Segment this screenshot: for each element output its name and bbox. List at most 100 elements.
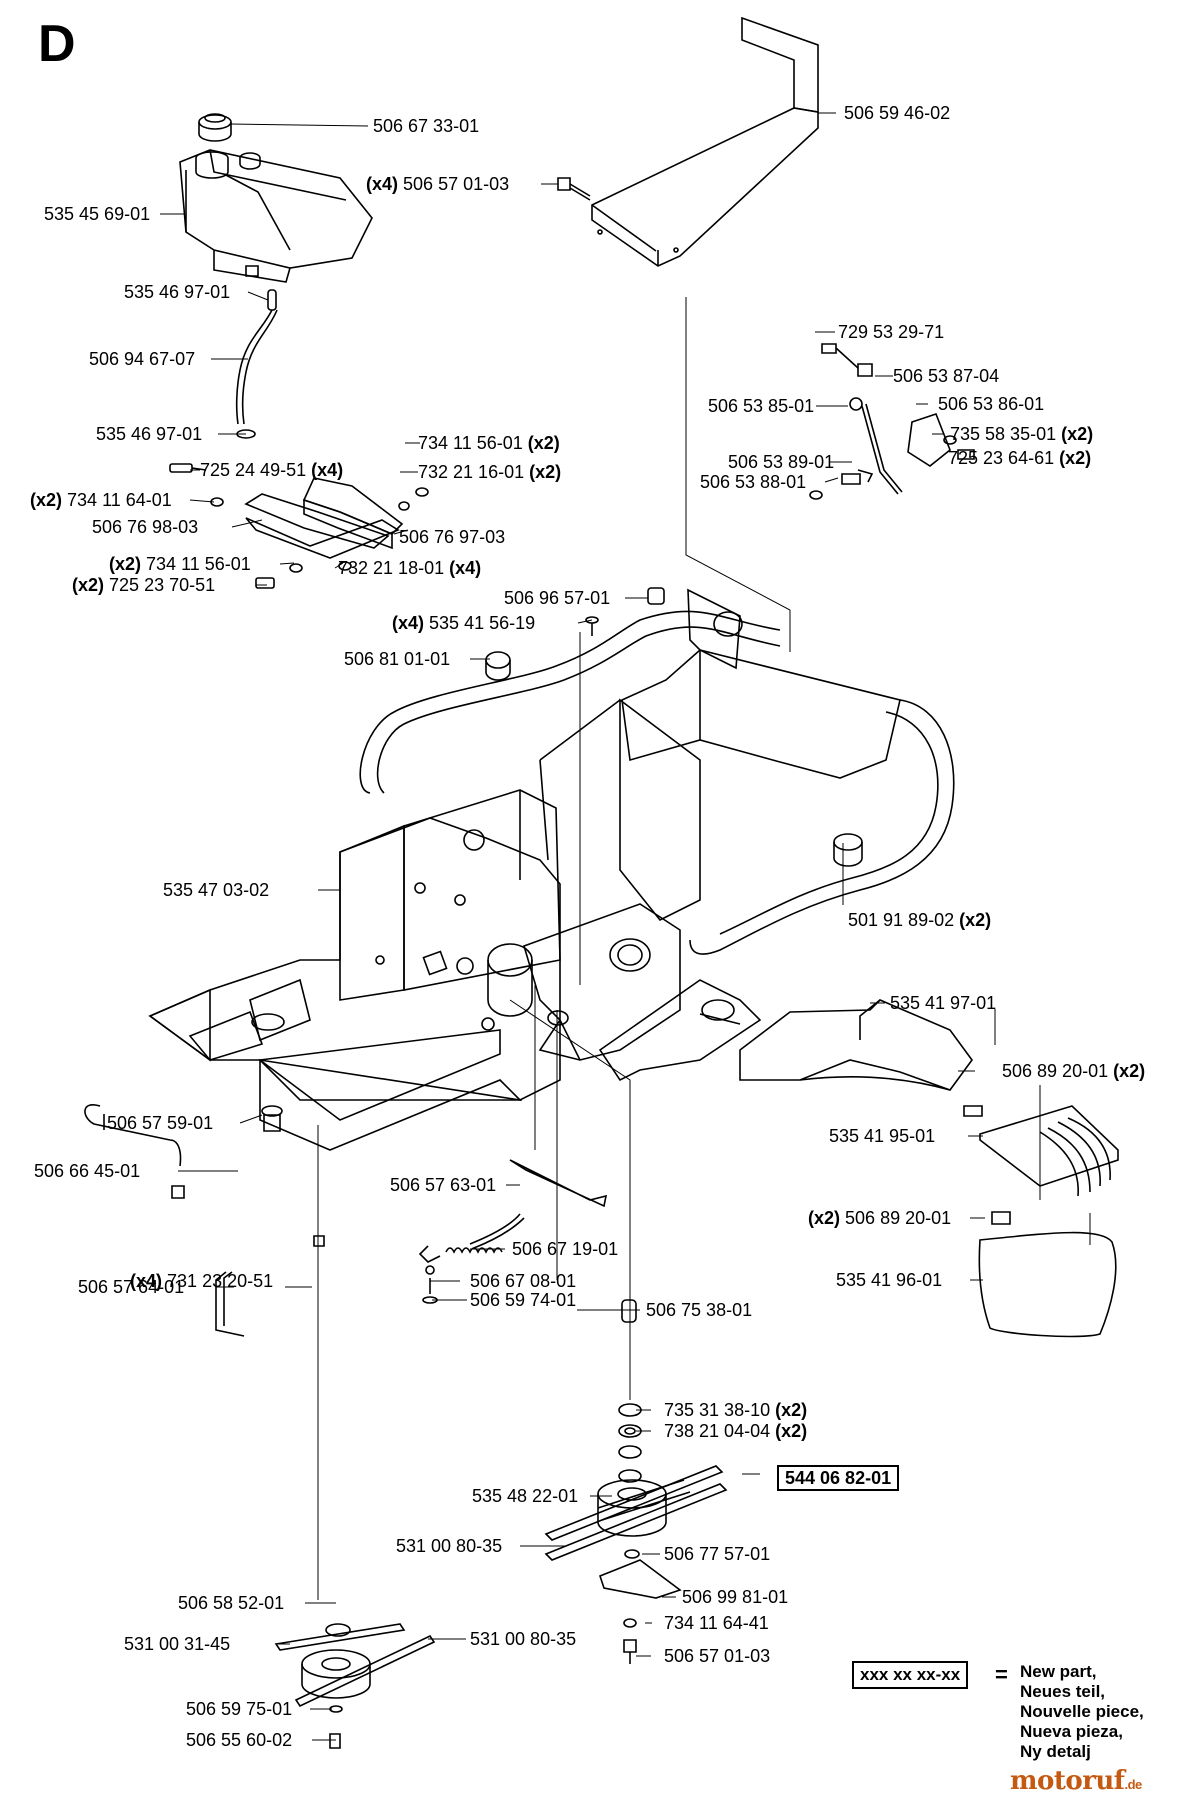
part-number: 535 41 96-01 <box>836 1270 943 1290</box>
part-number: 506 59 75-01 <box>186 1699 293 1719</box>
part-number: 531 00 80-35 <box>396 1536 503 1556</box>
quantity-prefix: (x2) <box>808 1208 841 1228</box>
part-label: 531 00 80-35 <box>470 1629 576 1649</box>
part-label: (x4) 731 23 20-51 <box>130 1271 273 1291</box>
highlighted-part-number: 544 06 82-01 <box>777 1465 900 1491</box>
part-number: 535 48 22-01 <box>472 1486 579 1506</box>
pulley-stack-right <box>546 1404 726 1664</box>
part-number: 506 81 01-01 <box>344 649 451 669</box>
legend-line: Ny detalj <box>1020 1742 1091 1761</box>
part-label: 535 46 97-01 <box>124 282 230 302</box>
part-number: 501 91 89-02 <box>848 910 955 930</box>
part-label: 506 55 60-02 <box>186 1730 292 1750</box>
part-label: 506 81 01-01 <box>344 649 450 669</box>
part-number: 506 77 57-01 <box>664 1544 771 1564</box>
part-label: 506 89 20-01 (x2) <box>1002 1061 1145 1081</box>
part-label: (x2) 734 11 56-01 <box>109 554 251 574</box>
part-label: 506 59 75-01 <box>186 1699 292 1719</box>
part-label: (x2) 506 89 20-01 <box>808 1208 951 1228</box>
part-number: 535 46 97-01 <box>96 424 203 444</box>
part-number: 531 00 80-35 <box>470 1629 577 1649</box>
part-number: 735 31 38-10 <box>664 1400 771 1420</box>
part-number: 506 67 08-01 <box>470 1271 577 1291</box>
part-label: 725 23 64-61 (x2) <box>948 448 1091 468</box>
part-label: 506 53 89-01 <box>728 452 834 472</box>
part-number: 506 57 59-01 <box>107 1113 214 1133</box>
part-number: 506 66 45-01 <box>34 1161 141 1181</box>
part-label: 506 96 57-01 <box>504 588 610 608</box>
part-label: 506 57 01-03 <box>664 1646 770 1666</box>
part-label: (x2) 725 23 70-51 <box>72 575 215 595</box>
legend-equals: = <box>995 1662 1008 1687</box>
part-number: 729 53 29-71 <box>838 322 945 342</box>
part-label: 506 77 57-01 <box>664 1544 770 1564</box>
part-label: 506 59 46-02 <box>844 103 950 123</box>
part-number: 506 76 97-03 <box>399 527 506 547</box>
part-label: (x4) 506 57 01-03 <box>366 174 509 194</box>
part-number: 506 53 89-01 <box>728 452 835 472</box>
part-label: 506 76 97-03 <box>399 527 505 547</box>
section-letter: D <box>38 15 76 73</box>
part-number: 735 58 35-01 <box>950 424 1057 444</box>
quantity-suffix: (x2) <box>529 462 562 482</box>
part-label: 506 53 85-01 <box>708 396 814 416</box>
part-number: 506 57 01-03 <box>664 1646 771 1666</box>
part-number: 531 00 31-45 <box>124 1634 231 1654</box>
part-label: 734 11 64-41 <box>664 1613 769 1633</box>
part-number: 734 11 56-01 <box>146 554 251 574</box>
part-label: 734 11 56-01 (x2) <box>418 433 560 453</box>
part-label: 535 41 95-01 <box>829 1126 935 1146</box>
watermark-tld: .de <box>1124 1777 1143 1792</box>
part-number: 535 41 95-01 <box>829 1126 936 1146</box>
part-number: 506 89 20-01 <box>845 1208 952 1228</box>
part-label: 735 58 35-01 (x2) <box>950 424 1093 444</box>
part-label: 506 59 74-01 <box>470 1290 576 1310</box>
part-number: 738 21 04-04 <box>664 1421 771 1441</box>
part-label: 738 21 04-04 (x2) <box>664 1421 807 1441</box>
part-number: 535 47 03-02 <box>163 880 270 900</box>
part-label: 535 46 97-01 <box>96 424 202 444</box>
part-number: 535 41 56-19 <box>429 613 536 633</box>
part-number: 731 23 20-51 <box>167 1271 274 1291</box>
leader-lines <box>160 113 985 1740</box>
part-label: 506 67 08-01 <box>470 1271 576 1291</box>
part-label: 506 53 88-01 <box>700 472 806 492</box>
part-label: 535 48 22-01 <box>472 1486 578 1506</box>
shield-panel <box>558 18 818 266</box>
part-label: 506 57 64-01 <box>78 1277 184 1297</box>
part-number: 734 11 64-01 <box>67 490 172 510</box>
quantity-prefix: (x4) <box>366 174 399 194</box>
part-number: 535 45 69-01 <box>44 204 151 224</box>
part-label: 725 24 49-51 (x4) <box>200 460 343 480</box>
quantity-suffix: (x2) <box>775 1400 808 1420</box>
part-label: 531 00 31-45 <box>124 1634 230 1654</box>
part-number: 506 67 19-01 <box>512 1239 619 1259</box>
legend-new-part-box: xxx xx xx-xx <box>852 1661 969 1689</box>
legend-list: New part, Neues teil, Nouvelle piece, Nu… <box>1020 1662 1144 1762</box>
part-number: 506 57 64-01 <box>78 1277 185 1297</box>
legend-line: Neues teil, <box>1020 1682 1106 1701</box>
part-label: 506 76 98-03 <box>92 517 198 537</box>
spring-assembly <box>420 1160 636 1322</box>
chassis-frame <box>150 588 954 1150</box>
part-number: 506 55 60-02 <box>186 1730 293 1750</box>
legend-line: Nouvelle piece, <box>1020 1702 1144 1721</box>
pulley-left <box>276 1624 434 1748</box>
part-label: 506 99 81-01 <box>682 1587 788 1607</box>
part-number: 725 23 64-61 <box>948 448 1055 468</box>
quantity-suffix: (x2) <box>527 433 560 453</box>
part-number: 506 53 86-01 <box>938 394 1045 414</box>
quantity-suffix: (x2) <box>1059 448 1092 468</box>
legend-line: New part, <box>1020 1662 1097 1681</box>
part-label: 531 00 80-35 <box>396 1536 502 1556</box>
part-number: 506 57 63-01 <box>390 1175 497 1195</box>
part-label: 735 31 38-10 (x2) <box>664 1400 807 1420</box>
quantity-prefix: (x2) <box>109 554 142 574</box>
part-label: 506 57 63-01 <box>390 1175 496 1195</box>
quantity-suffix: (x2) <box>1061 424 1094 444</box>
part-number: 506 76 98-03 <box>92 517 199 537</box>
part-number: 506 53 87-04 <box>893 366 1000 386</box>
part-label: 506 53 87-04 <box>893 366 999 386</box>
part-number: 535 41 97-01 <box>890 993 997 1013</box>
